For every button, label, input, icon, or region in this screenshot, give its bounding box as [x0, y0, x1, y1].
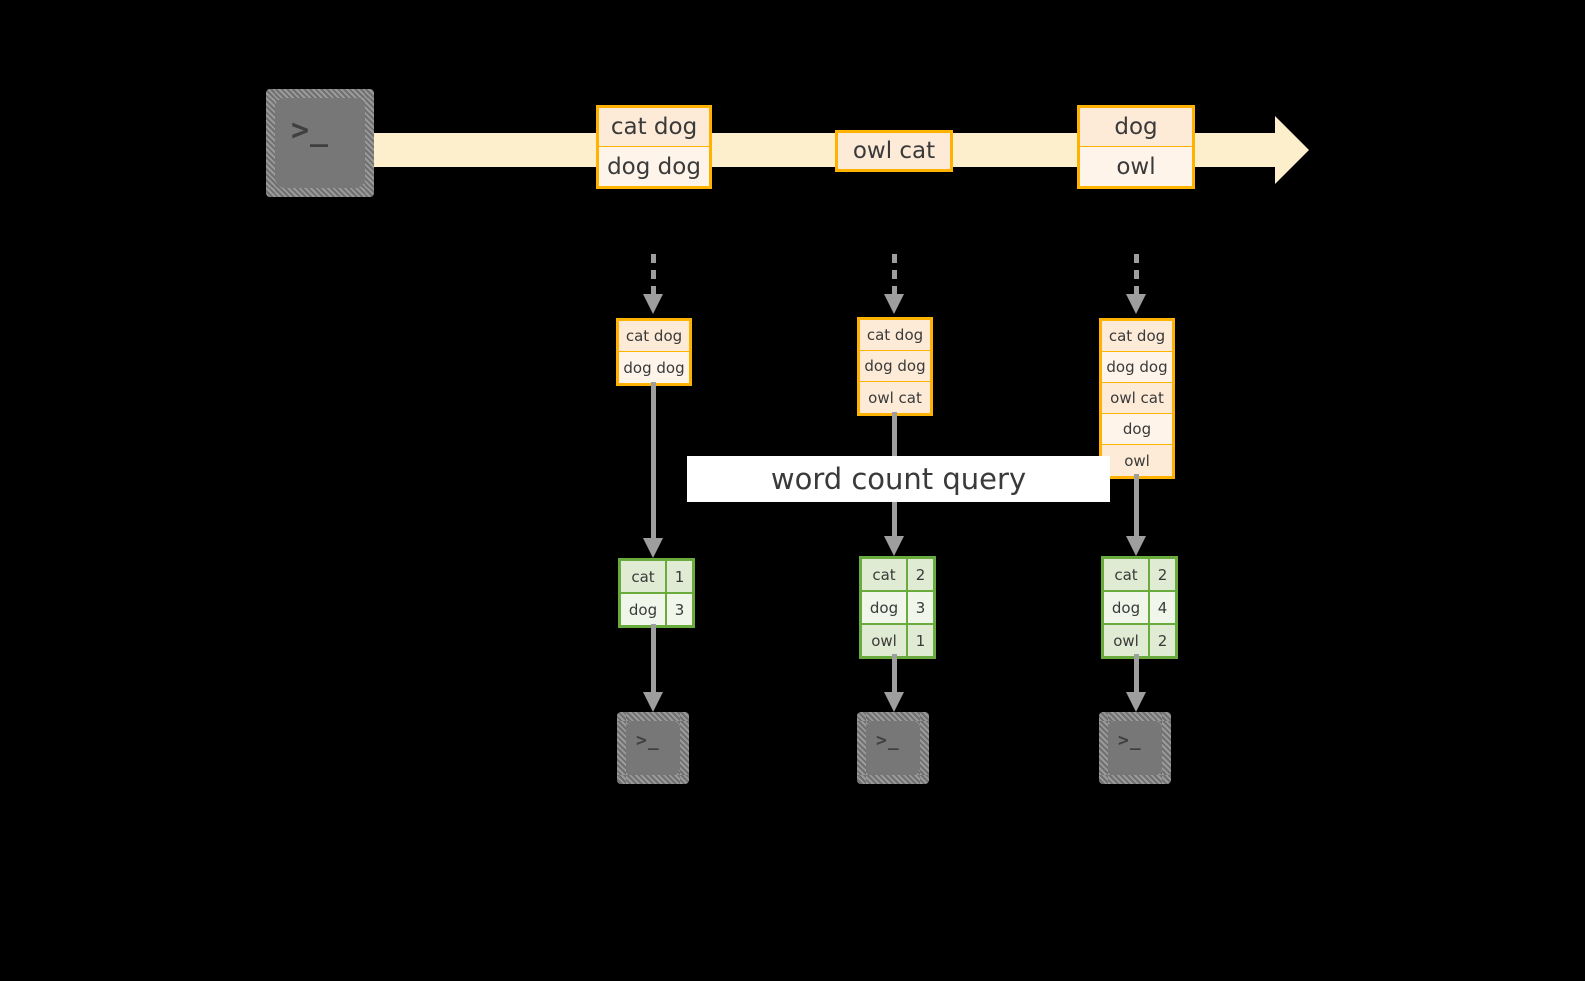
terminal-prompt-icon: >_	[636, 730, 660, 751]
word-cell: owl	[862, 625, 908, 656]
accumulated-input-1[interactable]: cat dog dog dog	[616, 318, 692, 386]
count-cell: 4	[1150, 592, 1175, 623]
word-cell: cat	[621, 561, 667, 592]
terminal-screen: >_	[866, 721, 920, 775]
query-label-text: word count query	[770, 462, 1027, 496]
input-row: owl	[1102, 445, 1172, 476]
terminal-screen: >_	[275, 98, 365, 188]
count-cell: 1	[667, 561, 692, 592]
word-cell: cat	[1104, 559, 1150, 590]
input-row: dog	[1102, 414, 1172, 445]
terminal-prompt-icon: >_	[291, 113, 330, 148]
input-stream-arrowhead	[1275, 116, 1309, 184]
table-row: owl 2	[1104, 625, 1175, 656]
arrow-head	[1126, 692, 1146, 712]
input-row: owl cat	[1102, 383, 1172, 414]
query-label-band: word count query	[687, 456, 1110, 502]
table-row: dog 3	[862, 592, 933, 625]
count-cell: 2	[1150, 625, 1175, 656]
word-cell: dog	[1104, 592, 1150, 623]
table-row: owl 1	[862, 625, 933, 656]
table-row: cat 2	[1104, 559, 1175, 592]
word-cell: owl	[1104, 625, 1150, 656]
stream-batch-2[interactable]: owl cat	[835, 130, 953, 172]
arrow-shaft	[651, 382, 656, 538]
table-row: dog 4	[1104, 592, 1175, 625]
result-table-1[interactable]: cat 1 dog 3	[618, 558, 695, 628]
stream-batch-3[interactable]: dog owl	[1077, 105, 1195, 189]
table-row: cat 2	[862, 559, 933, 592]
count-cell: 3	[667, 594, 692, 625]
arrow-head	[1126, 536, 1146, 556]
accumulated-input-2[interactable]: cat dog dog dog owl cat	[857, 317, 933, 416]
stream-record: owl cat	[838, 133, 950, 169]
arrow-shaft	[892, 254, 897, 294]
count-cell: 2	[908, 559, 933, 590]
stream-record: dog	[1080, 108, 1192, 147]
arrow-shaft	[1134, 254, 1139, 294]
accumulated-input-3[interactable]: cat dog dog dog owl cat dog owl	[1099, 318, 1175, 479]
word-cell: cat	[862, 559, 908, 590]
table-row: dog 3	[621, 594, 692, 625]
input-row: cat dog	[1102, 321, 1172, 352]
output-terminal-1[interactable]: >_	[617, 712, 689, 784]
arrow-head	[643, 294, 663, 314]
arrow-head	[643, 538, 663, 558]
arrow-head	[884, 536, 904, 556]
table-row: cat 1	[621, 561, 692, 594]
input-row: dog dog	[619, 352, 689, 383]
input-row: cat dog	[860, 320, 930, 351]
arrow-head	[884, 294, 904, 314]
arrow-shaft	[1134, 474, 1139, 536]
terminal-prompt-icon: >_	[1118, 730, 1142, 751]
stream-record: cat dog	[599, 108, 709, 147]
terminal-screen: >_	[626, 721, 680, 775]
arrow-shaft	[651, 624, 656, 692]
input-row: dog dog	[860, 351, 930, 382]
result-table-3[interactable]: cat 2 dog 4 owl 2	[1101, 556, 1178, 659]
output-terminal-2[interactable]: >_	[857, 712, 929, 784]
arrow-head	[1126, 294, 1146, 314]
stream-batch-1[interactable]: cat dog dog dog	[596, 105, 712, 189]
word-cell: dog	[862, 592, 908, 623]
arrow-shaft	[1134, 654, 1139, 692]
arrow-head	[643, 692, 663, 712]
input-row: owl cat	[860, 382, 930, 413]
input-terminal-icon[interactable]: >_	[266, 89, 374, 197]
stream-record: owl	[1080, 147, 1192, 186]
input-row: cat dog	[619, 321, 689, 352]
word-cell: dog	[621, 594, 667, 625]
output-terminal-3[interactable]: >_	[1099, 712, 1171, 784]
arrow-shaft	[892, 654, 897, 692]
stream-record: dog dog	[599, 147, 709, 186]
count-cell: 1	[908, 625, 933, 656]
input-row: dog dog	[1102, 352, 1172, 383]
result-table-2[interactable]: cat 2 dog 3 owl 1	[859, 556, 936, 659]
count-cell: 3	[908, 592, 933, 623]
terminal-screen: >_	[1108, 721, 1162, 775]
arrow-shaft	[651, 254, 656, 294]
terminal-prompt-icon: >_	[876, 730, 900, 751]
count-cell: 2	[1150, 559, 1175, 590]
arrow-head	[884, 692, 904, 712]
